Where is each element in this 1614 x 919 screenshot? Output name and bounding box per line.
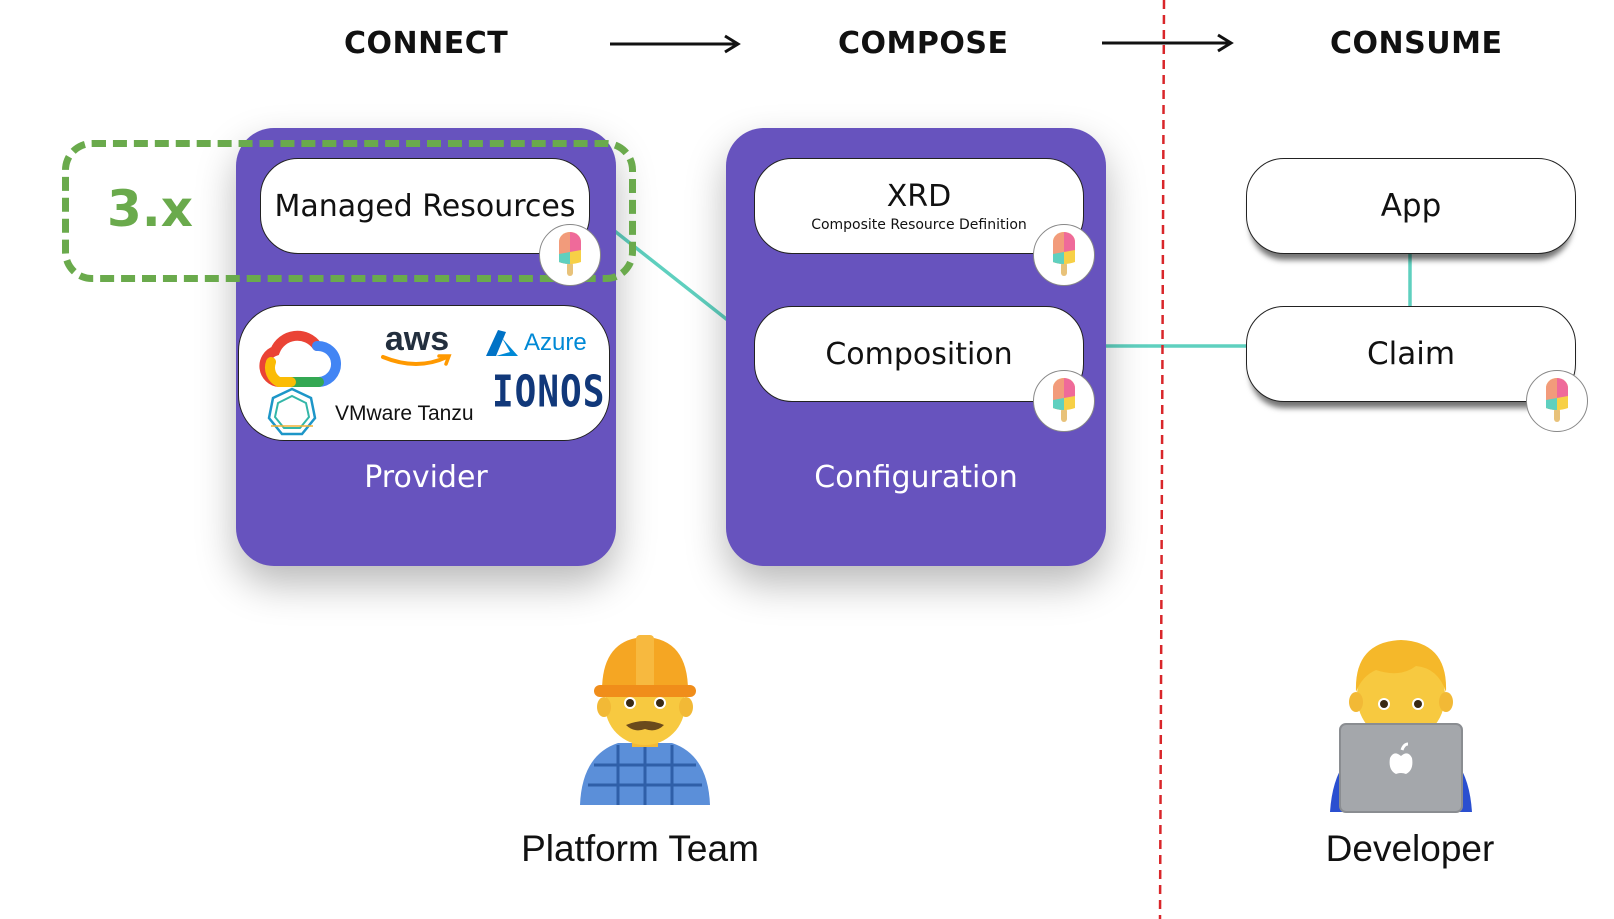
vmware-tanzu-text: VMware Tanzu [335, 402, 474, 425]
arrow-connect-compose [610, 34, 741, 54]
crossplane-badge-xrd [1033, 224, 1095, 286]
crossplane-popsicle-icon [1546, 378, 1568, 422]
configuration-label: Configuration [814, 460, 1018, 495]
aws-logo: aws [377, 320, 457, 369]
stage-compose: COMPOSE [838, 26, 1009, 61]
ionos-text: IONOS [492, 368, 606, 418]
xrd-title: XRD [886, 179, 952, 214]
managed-resources-pill: Managed Resources [260, 158, 590, 254]
azure-logo: Azure [484, 328, 587, 358]
construction-worker-icon [580, 635, 710, 805]
developer-label: Developer [1325, 828, 1495, 869]
stage-connect: CONNECT [344, 26, 509, 61]
azure-text: Azure [524, 329, 587, 356]
crossplane-popsicle-icon [1053, 232, 1075, 276]
composition-label: Composition [825, 336, 1013, 372]
app-label: App [1380, 188, 1442, 224]
developer-laptop-icon [1330, 640, 1472, 813]
provider-label: Provider [364, 460, 488, 495]
managed-resources-label: Managed Resources [274, 188, 576, 224]
xrd-pill: XRD Composite Resource Definition [754, 158, 1084, 254]
audience-divider [1158, 0, 1166, 919]
google-cloud-icon [259, 330, 342, 387]
crossplane-badge-composition [1033, 370, 1095, 432]
azure-icon [486, 330, 518, 356]
version-callout-box [62, 140, 636, 282]
version-callout-label: 3.x [107, 180, 194, 238]
crossplane-badge-managed-resources [539, 224, 601, 286]
crossplane-popsicle-icon [559, 232, 581, 276]
stage-consume: CONSUME [1330, 26, 1503, 61]
crossplane-popsicle-icon [1053, 378, 1075, 422]
arrow-compose-consume [1102, 33, 1234, 53]
claim-pill: Claim [1246, 306, 1576, 402]
composition-pill: Composition [754, 306, 1084, 402]
crossplane-badge-claim [1526, 370, 1588, 432]
xrd-subtitle: Composite Resource Definition [811, 217, 1027, 233]
vmware-tanzu-icon [267, 387, 317, 436]
cloud-logos-box: aws Azure VMware Tanzu IONOS [238, 305, 610, 441]
aws-text: aws [384, 320, 450, 358]
claim-label: Claim [1366, 336, 1456, 372]
app-pill: App [1246, 158, 1576, 254]
aws-smile-icon [381, 354, 452, 366]
platform-team-label: Platform Team [521, 828, 759, 869]
